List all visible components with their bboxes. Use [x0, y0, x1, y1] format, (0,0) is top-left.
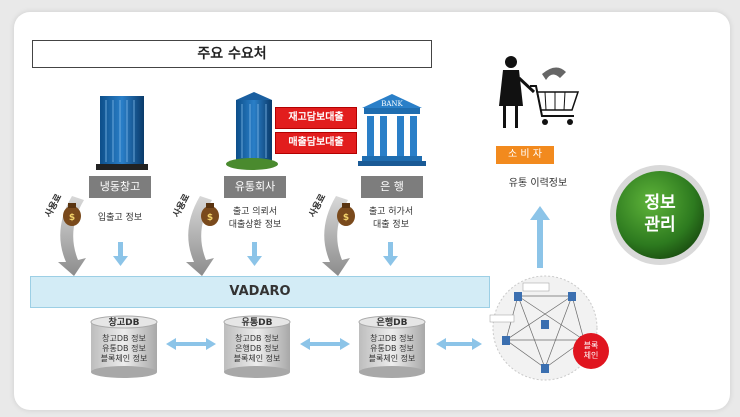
- sync-arrow-icon: [166, 338, 216, 350]
- vadaro-platform-bar: VADARO: [30, 276, 490, 308]
- svg-text:$: $: [207, 213, 213, 223]
- consumer-shopper-icon: [499, 56, 536, 128]
- bank-sign-text: BANK: [381, 100, 403, 108]
- warehouse-building-icon: [96, 96, 148, 170]
- blockchain-network-icon: [489, 275, 598, 381]
- fee-arrow-icon: [322, 196, 350, 276]
- info-mgmt-line1: 정보: [644, 193, 676, 213]
- bank-db-title: 은행DB: [376, 318, 408, 328]
- inventory-loan-label: 재고담보대출: [275, 107, 357, 129]
- consumer-label: 소 비 자: [496, 146, 554, 164]
- warehouse-db-icon: [90, 315, 158, 378]
- down-arrow-icon: [113, 242, 398, 266]
- svg-text:$: $: [69, 213, 75, 223]
- money-bag-icon: $: [337, 203, 355, 226]
- distributor-label: 유통회사: [224, 176, 286, 198]
- db-line: 은행DB 정보: [235, 344, 279, 353]
- blockchain-badge-line2: 체인: [583, 351, 599, 360]
- db-line: 유통DB 정보: [370, 344, 414, 353]
- db-line: 창고DB 정보: [235, 334, 279, 343]
- distribution-db-title: 유통DB: [241, 318, 273, 328]
- warehouse-info-text: 입출고 정보: [97, 213, 143, 223]
- bank-info-line1: 출고 허가서: [368, 207, 414, 217]
- distribution-building-icon: [226, 92, 278, 170]
- db-line: 블록체인 정보: [100, 354, 148, 363]
- db-line: 블록체인 정보: [233, 354, 281, 363]
- db-line: 창고DB 정보: [370, 334, 414, 343]
- page-title: 주요 수요처: [32, 40, 432, 68]
- bank-db-icon: [358, 315, 426, 378]
- sync-arrow-icon: [436, 338, 482, 350]
- distributor-info-line1: 출고 의뢰서: [232, 207, 278, 217]
- bank-label: 은 행: [361, 176, 423, 198]
- money-bag-icon: $: [201, 203, 219, 226]
- blockchain-badge-line1: 블록: [583, 341, 599, 350]
- info-mgmt-line2: 관리: [644, 215, 676, 235]
- bank-info-line2: 대출 정보: [373, 220, 409, 230]
- up-arrow-icon: [530, 206, 550, 268]
- db-line: 유통DB 정보: [102, 344, 146, 353]
- blockchain-badge: 블록 체인: [573, 333, 609, 369]
- cold-storage-label: 냉동창고: [89, 176, 151, 198]
- svg-text:$: $: [343, 213, 349, 223]
- fee-arrow-icon: [186, 196, 214, 276]
- db-line: 창고DB 정보: [102, 334, 146, 343]
- shopping-cart-icon: [530, 67, 580, 125]
- info-management-badge: [610, 165, 710, 265]
- distribution-history-text: 유통 이력정보: [508, 178, 568, 189]
- sync-arrow-icon: [300, 338, 350, 350]
- distribution-db-icon: [223, 315, 291, 378]
- money-bag-icon: $: [63, 203, 81, 226]
- bank-building-icon: [358, 94, 426, 166]
- db-line: 블록체인 정보: [368, 354, 416, 363]
- sales-loan-label: 매출담보대출: [275, 132, 357, 154]
- distributor-info-line2: 대출상환 정보: [228, 220, 282, 230]
- warehouse-db-title: 창고DB: [108, 318, 140, 328]
